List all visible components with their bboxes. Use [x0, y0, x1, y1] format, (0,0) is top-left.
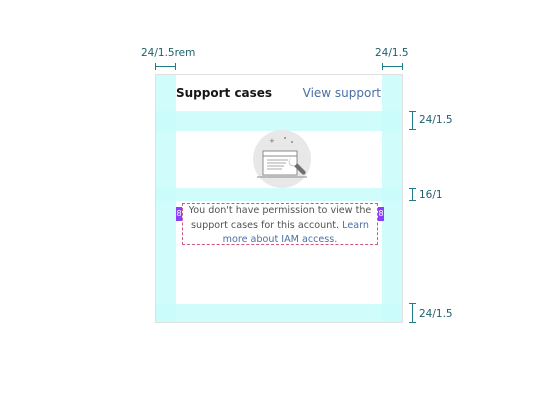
bottom-spacing-overlay — [156, 304, 402, 322]
left-8-tag: 8 — [176, 207, 182, 221]
top-spacing-overlay — [156, 111, 402, 131]
spec-left-padding-label: 24/1.5rem — [141, 47, 196, 59]
spec-right-padding-marker — [382, 63, 403, 70]
illustration-spacing-overlay — [156, 188, 402, 201]
spec-right-padding-label: 24/1.5 — [375, 47, 409, 59]
svg-text:+: + — [269, 137, 275, 145]
spec-left-padding-marker — [155, 63, 176, 70]
view-support-link[interactable]: View support — [302, 86, 381, 100]
learn-more-iam-link[interactable]: Learn more about IAM access. — [222, 219, 369, 246]
permission-message-text: You don't have permission to view the su… — [188, 205, 372, 231]
support-cases-card: Support cases View support + 8 8 You don… — [155, 74, 403, 323]
spec-illustration-spacing-label: 16/1 — [419, 189, 443, 201]
spec-illustration-spacing-marker — [409, 188, 416, 201]
browser-window-wrench-illustration: + — [253, 130, 311, 188]
spec-bottom-spacing-marker — [409, 303, 416, 323]
spec-top-spacing-label: 24/1.5 — [419, 114, 453, 126]
permission-message: You don't have permission to view the su… — [186, 204, 374, 248]
spec-top-spacing-marker — [409, 111, 416, 130]
message-outline — [182, 203, 378, 245]
card-title: Support cases — [176, 86, 273, 100]
spec-bottom-spacing-label: 24/1.5 — [419, 308, 453, 320]
right-8-tag: 8 — [378, 207, 384, 221]
